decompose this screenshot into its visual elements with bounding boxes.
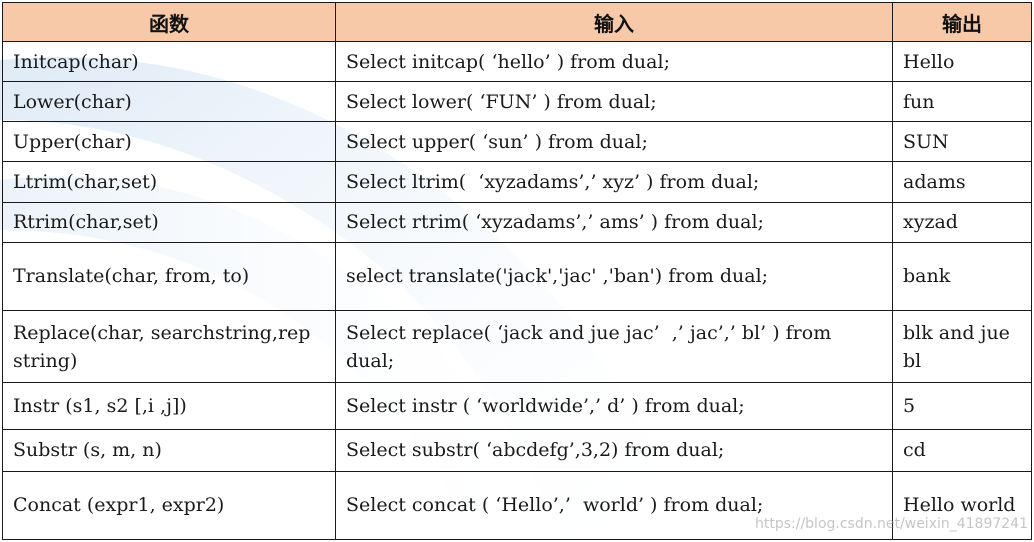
- table-row: Concat (expr1, expr2) Select concat ( ‘H…: [2, 470, 1032, 541]
- table-row: Ltrim(char,set) Select ltrim( ‘xyzadams’…: [2, 161, 1032, 203]
- function-cell: Lower(char): [2, 81, 336, 123]
- header-input: 输入: [335, 2, 893, 42]
- output-cell: bank: [892, 241, 1032, 312]
- header-output: 输出: [892, 2, 1032, 42]
- table-row: Substr (s, m, n) Select substr( ‘abcdefg…: [2, 428, 1032, 472]
- table-row: Replace(char, searchstring,rep string) S…: [2, 310, 1032, 384]
- input-cell: Select rtrim( ‘xyzadams’,’ ams’ ) from d…: [335, 201, 893, 243]
- function-cell: Translate(char, from, to): [2, 241, 336, 312]
- input-cell: Select concat ( ‘Hello’,’ world’ ) from …: [335, 470, 893, 541]
- output-cell: xyzad: [892, 201, 1032, 243]
- table-header-row: 函数 输入 输出: [2, 2, 1032, 42]
- input-cell: Select substr( ‘abcdefg’,3,2) from dual;: [335, 428, 893, 472]
- table-row: Initcap(char) Select initcap( ‘hello’ ) …: [2, 40, 1032, 83]
- table-row: Translate(char, from, to) select transla…: [2, 241, 1032, 312]
- input-cell: Select instr ( ‘worldwide’,’ d’ ) from d…: [335, 382, 893, 430]
- function-cell: Initcap(char): [2, 40, 336, 83]
- header-function: 函数: [2, 2, 336, 42]
- output-cell: 5: [892, 382, 1032, 430]
- function-cell: Instr (s1, s2 [,i ,j]): [2, 382, 336, 430]
- output-cell: cd: [892, 428, 1032, 472]
- input-cell: select translate('jack','jac' ,'ban') fr…: [335, 241, 893, 312]
- input-cell: Select upper( ‘sun’ ) from dual;: [335, 121, 893, 163]
- input-cell: Select ltrim( ‘xyzadams’,’ xyz’ ) from d…: [335, 161, 893, 203]
- function-cell: Substr (s, m, n): [2, 428, 336, 472]
- output-cell: adams: [892, 161, 1032, 203]
- function-cell: Upper(char): [2, 121, 336, 163]
- output-cell: blk and jue bl: [892, 310, 1032, 384]
- output-cell: fun: [892, 81, 1032, 123]
- table-row: Lower(char) Select lower( ‘FUN’ ) from d…: [2, 81, 1032, 123]
- output-cell: SUN: [892, 121, 1032, 163]
- input-cell: Select replace( ‘jack and jue jac’ ,’ ja…: [335, 310, 893, 384]
- function-cell: Ltrim(char,set): [2, 161, 336, 203]
- output-cell: Hello: [892, 40, 1032, 83]
- function-cell: Rtrim(char,set): [2, 201, 336, 243]
- input-cell: Select initcap( ‘hello’ ) from dual;: [335, 40, 893, 83]
- function-cell: Replace(char, searchstring,rep string): [2, 310, 336, 384]
- table-row: Rtrim(char,set) Select rtrim( ‘xyzadams’…: [2, 201, 1032, 243]
- table-row: Upper(char) Select upper( ‘sun’ ) from d…: [2, 121, 1032, 163]
- output-cell: Hello world: [892, 470, 1032, 541]
- table-row: Instr (s1, s2 [,i ,j]) Select instr ( ‘w…: [2, 382, 1032, 430]
- function-cell: Concat (expr1, expr2): [2, 470, 336, 541]
- input-cell: Select lower( ‘FUN’ ) from dual;: [335, 81, 893, 123]
